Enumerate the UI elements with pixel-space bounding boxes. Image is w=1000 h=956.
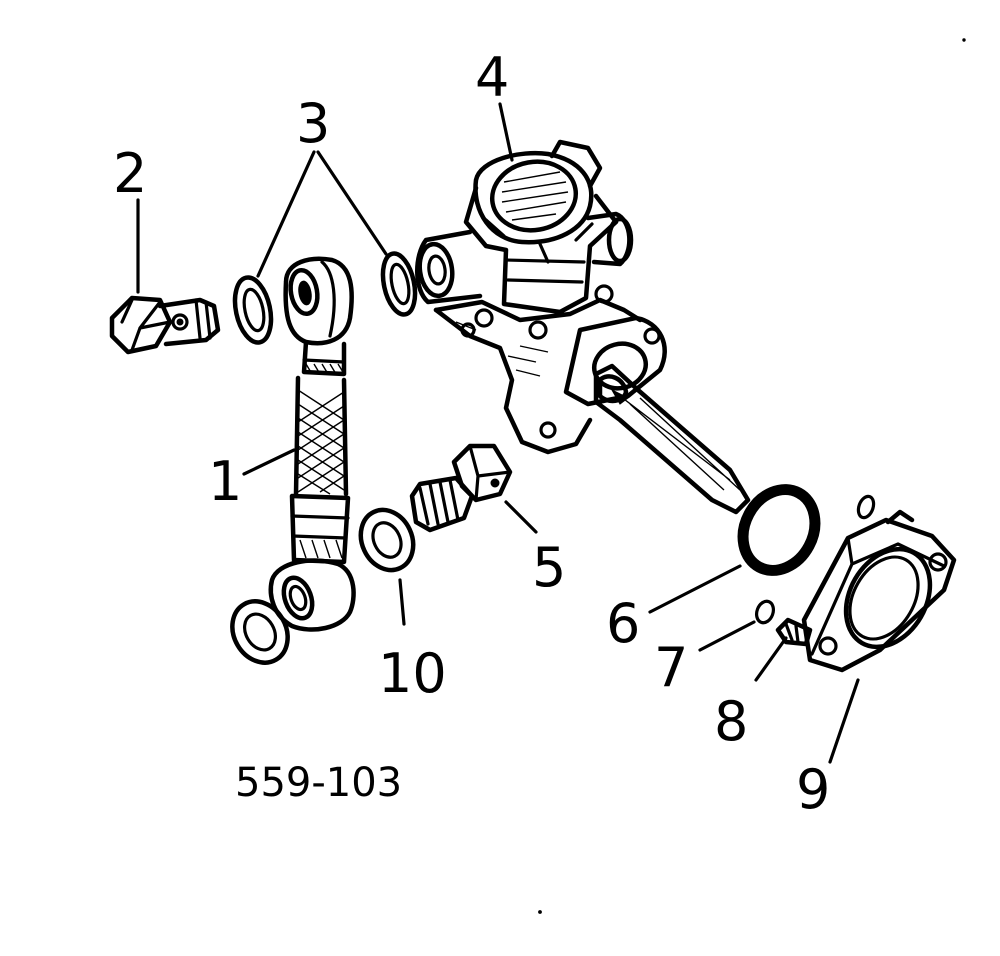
- leader-7: [698, 620, 756, 652]
- callout-3: 3: [296, 92, 330, 155]
- leader-lines: [136, 102, 860, 764]
- part-1-hose-assembly: [268, 256, 356, 632]
- figure-number: 559-103: [235, 760, 402, 806]
- part-2-banjo-bolt: [109, 295, 221, 355]
- part-5-banjo-bolt: [409, 443, 513, 533]
- callout-labels: 2 3 4 1 5 10 6 7 8 9: [113, 46, 830, 821]
- part-3-washer-bottom: [230, 599, 290, 665]
- callout-7: 7: [654, 636, 688, 699]
- callout-9: 9: [796, 758, 830, 821]
- part-4-valve-body: [415, 139, 751, 515]
- part-3-washer-right: [380, 251, 418, 317]
- leader-3-right: [316, 150, 388, 256]
- leader-10: [398, 578, 406, 626]
- part-7-small-ring-upper: [856, 494, 876, 520]
- leader-9: [828, 678, 860, 764]
- callout-6: 6: [606, 592, 640, 655]
- part-3-washer-left: [232, 275, 274, 345]
- callout-10: 10: [378, 642, 447, 705]
- callout-2: 2: [113, 142, 147, 205]
- part-6-o-ring: [737, 484, 821, 576]
- part-10-washer: [358, 507, 416, 573]
- leader-5: [504, 500, 538, 534]
- callout-5: 5: [532, 536, 566, 599]
- callout-1: 1: [208, 450, 242, 513]
- scan-speck: [962, 38, 966, 42]
- leader-4: [498, 102, 514, 162]
- part-9-flange: [801, 509, 957, 673]
- callout-8: 8: [714, 690, 748, 753]
- leader-1: [242, 448, 296, 476]
- scan-speck: [538, 910, 542, 914]
- part-7-small-ring: [754, 599, 776, 625]
- leader-3-left: [256, 150, 316, 278]
- leader-8: [754, 636, 788, 682]
- callout-4: 4: [475, 46, 509, 109]
- leader-6: [648, 564, 742, 614]
